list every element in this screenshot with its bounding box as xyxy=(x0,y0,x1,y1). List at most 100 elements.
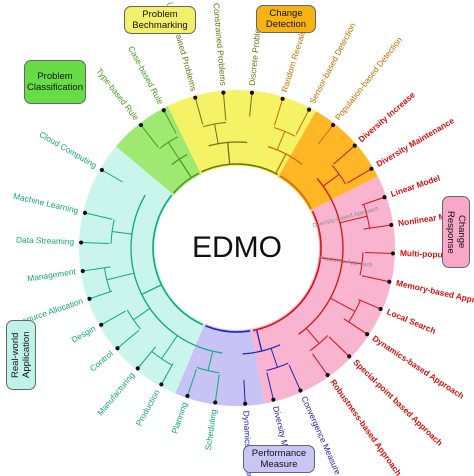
branch-spoke xyxy=(112,231,132,235)
leaf-dot xyxy=(306,107,312,112)
leaf-spoke xyxy=(140,124,159,148)
branch-arc xyxy=(309,335,328,351)
sectors xyxy=(78,90,395,406)
root-spoke xyxy=(255,329,263,352)
sector-violet xyxy=(175,323,265,406)
leaf-spoke xyxy=(347,168,372,184)
sector-pink xyxy=(251,176,395,404)
leaf-dot xyxy=(221,90,226,95)
leaf-spoke xyxy=(266,372,274,400)
leaf-spoke xyxy=(84,212,113,220)
leaf-label: Local Search xyxy=(385,306,437,336)
branch-arc xyxy=(196,367,220,374)
tag-performance-measure: Performance Measure xyxy=(243,445,315,473)
branch-spoke xyxy=(276,131,286,151)
leaf-dot xyxy=(382,195,387,200)
leaf-label: Memory-based Approach xyxy=(395,278,474,309)
branch-arc xyxy=(203,121,227,128)
center-hole xyxy=(156,167,318,329)
tag-change-response: Change Response xyxy=(442,196,470,268)
leaf-spoke xyxy=(117,329,140,349)
leaf-spoke xyxy=(312,353,328,376)
leaf-spoke xyxy=(222,92,227,121)
center-title: EDMO xyxy=(192,231,282,264)
leaf-spoke xyxy=(187,369,197,397)
branch-spoke xyxy=(214,123,219,144)
leaf-label: Manufacturing xyxy=(95,370,137,418)
leaf-dot xyxy=(280,96,285,101)
branch-spoke xyxy=(133,308,151,321)
tag-problem-classification: Problem Classification xyxy=(24,60,86,104)
leaf-spoke xyxy=(361,196,385,206)
leaf-label: Planning xyxy=(169,400,189,434)
leaf-dot xyxy=(249,90,255,95)
branch-arc xyxy=(266,362,289,372)
leaf-spoke xyxy=(249,92,253,117)
branch-spoke xyxy=(322,173,340,187)
branch-spoke xyxy=(342,260,363,265)
branch-spoke xyxy=(207,351,214,371)
branch-spoke xyxy=(161,335,178,360)
leaf-label: Scheduling xyxy=(203,408,219,451)
leaf-dot xyxy=(159,382,164,387)
leaf-spoke xyxy=(101,169,123,183)
leaf-dot xyxy=(115,346,120,351)
leaf-spoke xyxy=(363,224,392,230)
leaf-dot xyxy=(243,401,248,406)
leaf-dot xyxy=(347,354,352,359)
leaf-label: Type-based Rule xyxy=(94,66,141,122)
leaf-spoke xyxy=(81,242,110,245)
leaf-spoke xyxy=(89,290,113,300)
inner-ring-pink xyxy=(252,210,322,332)
leaf-spoke xyxy=(243,379,246,404)
branch-arc xyxy=(126,309,141,330)
tag-problem-bechmarking: Problem Bechmarking xyxy=(124,6,196,34)
leaf-dot xyxy=(135,366,140,371)
leaf-label: Cloud Computing xyxy=(38,129,99,170)
leaf-dot xyxy=(138,122,144,128)
leaf-spoke xyxy=(100,310,126,326)
leaf-spoke xyxy=(361,275,390,283)
leaf-dot xyxy=(352,143,357,148)
leaf-spoke xyxy=(358,299,381,310)
leaf-spoke xyxy=(163,110,177,134)
leaf-spoke xyxy=(194,97,204,125)
leaf-label: Linear Model xyxy=(389,173,441,199)
inner-ring-yellow xyxy=(201,163,279,176)
leaf-spoke xyxy=(288,364,301,391)
leaf-label: Case-based Rule xyxy=(126,44,165,106)
tag-real-world-application: Real-world Application xyxy=(6,320,36,390)
sector-cyan xyxy=(78,146,205,394)
root-spoke xyxy=(227,142,231,165)
root-spoke xyxy=(275,153,287,174)
leaf-dot xyxy=(87,296,92,301)
leaf-spoke xyxy=(333,145,356,165)
sector-green xyxy=(115,105,202,196)
leaf-dot xyxy=(82,210,88,216)
leaf-dot xyxy=(390,251,396,256)
leaf-spoke xyxy=(82,266,111,272)
leaf-dot xyxy=(213,400,218,405)
leaf-dot xyxy=(325,372,330,378)
leaf-dot xyxy=(364,332,370,337)
inner-ring-cyan xyxy=(152,194,204,326)
branch-spoke xyxy=(305,327,320,344)
leaf-spoke xyxy=(317,124,334,145)
inner-ring-green xyxy=(173,172,200,194)
branch-spoke xyxy=(339,215,368,224)
leaf-dot xyxy=(78,240,84,245)
leaf-spoke xyxy=(137,346,156,369)
branch-spoke xyxy=(330,297,356,312)
root-spoke xyxy=(178,158,192,178)
branch-spoke xyxy=(167,142,180,160)
root-spoke xyxy=(320,257,343,262)
leaf-spoke xyxy=(214,374,220,403)
leaf-dot xyxy=(369,166,374,171)
leaf-dot xyxy=(298,388,303,393)
leaf-dot xyxy=(99,322,104,327)
leaf-label: Production xyxy=(134,387,162,427)
leaf-dot xyxy=(387,279,392,284)
branch-arc xyxy=(110,219,115,244)
inner-ring-violet xyxy=(205,325,251,333)
